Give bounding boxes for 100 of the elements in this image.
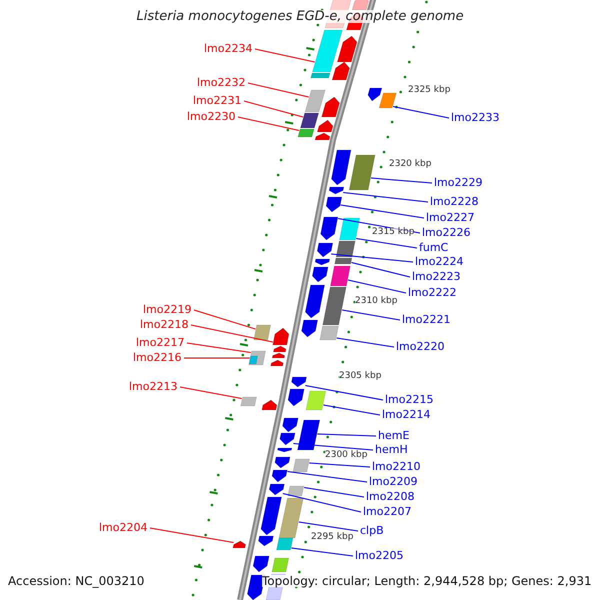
gene-feature	[274, 456, 290, 468]
leader-line	[330, 254, 414, 262]
gene-feature	[254, 324, 271, 340]
leader-line	[186, 342, 252, 353]
gene-label: lmo2221	[402, 314, 450, 324]
gene-label: lmo2234	[204, 42, 252, 54]
gene-label: lmo2223	[412, 270, 460, 282]
gene-label: lmo2232	[197, 76, 246, 88]
gene-label: lmo2228	[430, 196, 478, 206]
leader-line	[282, 493, 362, 512]
leader-line	[338, 218, 420, 234]
gene-label: lmo2215	[385, 394, 434, 404]
gene-feature	[282, 418, 298, 432]
gene-label: lmo2222	[408, 286, 456, 298]
gene-label: lmo2209	[369, 476, 418, 486]
gene-label: lmo2230	[187, 110, 236, 122]
gene-feature	[278, 498, 304, 538]
gene-feature	[339, 218, 360, 240]
gene-feature	[272, 352, 285, 358]
title: Listeria monocytogenes EGD-e, complete genome	[136, 10, 464, 23]
gene-feature	[322, 286, 346, 326]
gene-feature	[368, 88, 382, 102]
leader-line	[322, 404, 380, 416]
gene-feature	[304, 90, 326, 112]
gene-feature	[348, 154, 376, 190]
leader-line	[244, 100, 304, 118]
gene-label: lmo2233	[451, 112, 500, 122]
scale-label: 2295 kbp	[311, 533, 354, 542]
gene-feature	[332, 62, 350, 80]
gene-feature	[337, 36, 358, 62]
gene-feature	[291, 376, 307, 388]
gene-label: fumC	[419, 242, 448, 252]
leader-line	[348, 280, 406, 294]
leader-line	[370, 178, 432, 184]
gene-feature	[326, 196, 342, 212]
gene-label: lmo2229	[434, 176, 482, 188]
leader-line	[340, 204, 424, 218]
leader-line	[238, 116, 300, 131]
gene-label: lmo2226	[422, 226, 470, 238]
leader-line	[248, 82, 310, 98]
gene-label: lmo2224	[415, 256, 464, 266]
gene-feature	[306, 390, 326, 410]
gene-feature	[321, 96, 340, 118]
leader-line	[304, 487, 364, 498]
gene-feature	[300, 112, 319, 128]
leader-line	[392, 106, 450, 118]
gene-feature	[262, 400, 278, 410]
gene-label: lmo2208	[366, 490, 414, 502]
leader-line	[290, 548, 354, 556]
leader-line	[150, 528, 234, 543]
gene-feature	[277, 448, 292, 452]
accession-text: Accession: NC_003210	[8, 575, 144, 587]
gene-feature	[378, 92, 397, 108]
leader-line	[304, 385, 384, 400]
gene-label: lmo2213	[129, 380, 178, 392]
gene-feature	[317, 120, 334, 132]
gene-label: clpB	[360, 524, 384, 536]
gene-label: lmo2219	[143, 304, 192, 314]
gene-label: lmo2231	[193, 94, 242, 106]
summary-text: Topology: circular; Length: 2,944,528 bp; Genes: 2,931	[262, 575, 592, 587]
leader-line	[298, 522, 358, 532]
gene-feature	[288, 388, 304, 406]
gene-label: hemE	[378, 430, 410, 440]
gene-label: lmo2220	[396, 340, 444, 352]
gene-feature	[232, 540, 246, 548]
gene-feature	[320, 216, 338, 240]
leader-line	[308, 462, 370, 468]
leader-line	[292, 443, 374, 450]
gene-feature	[280, 432, 296, 446]
scale-label: 2310 kbp	[355, 297, 398, 306]
gene-label: lmo2216	[133, 352, 182, 362]
leader-line	[286, 471, 368, 482]
gene-label: lmo2205	[355, 550, 404, 560]
gene-feature	[248, 350, 266, 366]
gene-label: hemH	[375, 444, 408, 454]
scale-label: 2305 kbp	[339, 372, 382, 381]
gene-feature	[301, 320, 318, 338]
gene-label: lmo2217	[136, 336, 184, 348]
gene-feature	[292, 458, 310, 472]
leader-line	[356, 238, 418, 248]
gene-label: lmo2214	[382, 408, 430, 420]
gene-feature	[240, 396, 257, 406]
gene-label: lmo2218	[140, 318, 188, 330]
scale-label: 2300 kbp	[325, 451, 368, 460]
gene-feature	[272, 470, 288, 482]
leader-line	[194, 310, 256, 330]
leader-line	[190, 324, 274, 342]
scale-label: 2315 kbp	[372, 228, 414, 237]
gene-feature	[270, 360, 284, 366]
gene-feature	[312, 30, 343, 72]
leader-line	[254, 48, 316, 62]
gene-feature	[298, 128, 314, 138]
scale-label: 2320 kbp	[389, 160, 432, 169]
gene-label: lmo2207	[363, 506, 412, 516]
scale-label: 2325 kbp	[408, 86, 450, 95]
gene-label: lmo2210	[372, 460, 420, 472]
gene-feature	[314, 132, 330, 140]
leader-line	[316, 434, 376, 436]
gene-label: lmo2227	[426, 212, 474, 222]
gene-label: lmo2204	[99, 522, 148, 532]
